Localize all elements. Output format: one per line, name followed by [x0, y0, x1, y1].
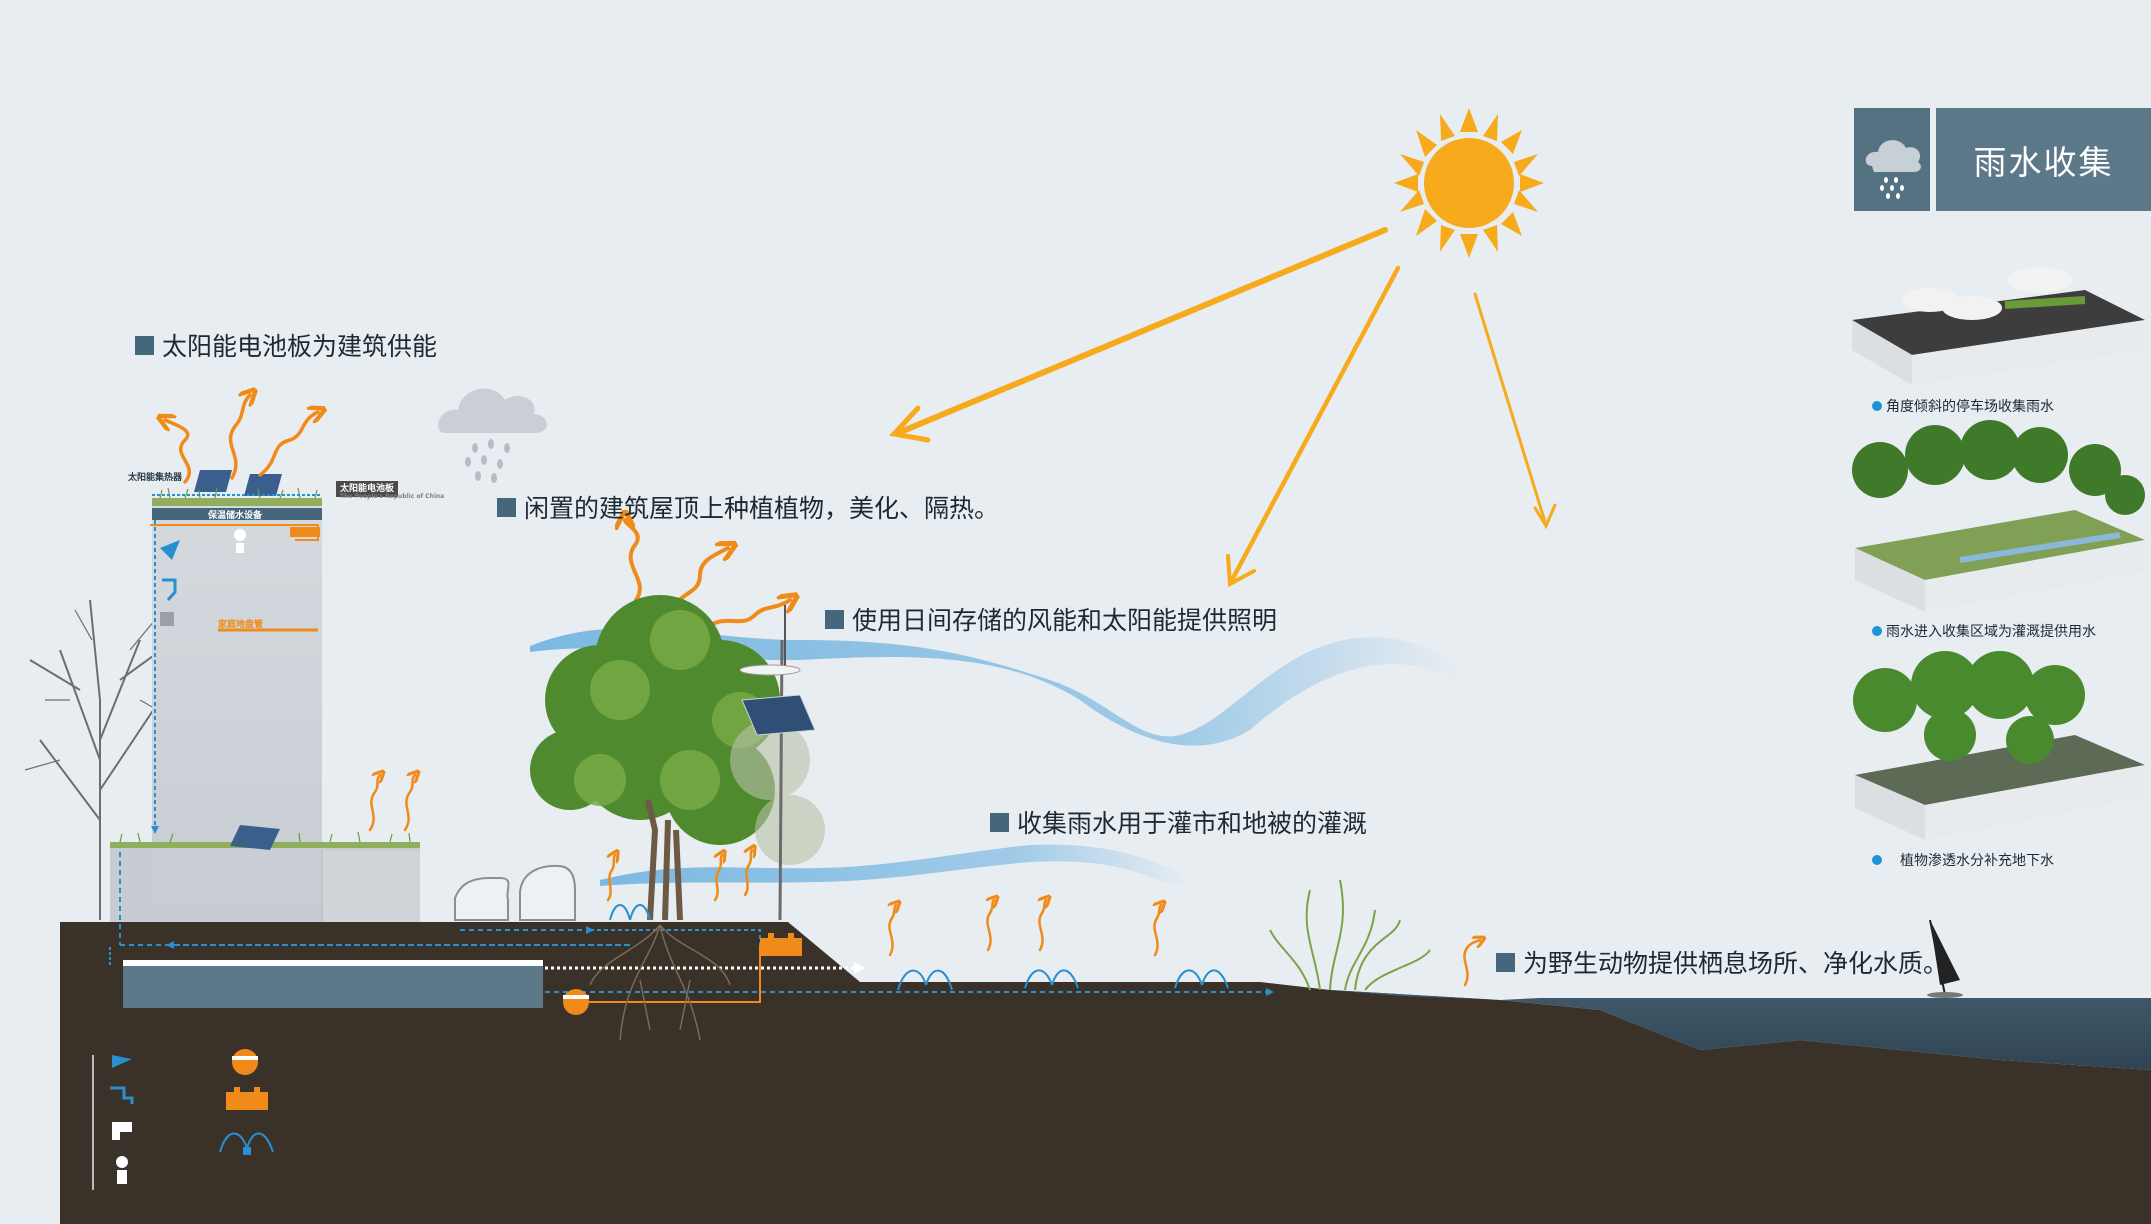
caption-rain-irrigation-text: 收集雨水用于灌市和地被的灌溉: [1017, 809, 1368, 838]
building-faucet-icon: [162, 578, 177, 601]
lake: [1330, 990, 2151, 1070]
legend-lightbulb-icon: [116, 1156, 128, 1184]
label-republic: The People's Republic of China: [340, 493, 445, 500]
wind-solar-lamp: [739, 605, 816, 921]
sidebar-header: 雨水收集: [1854, 108, 2151, 211]
sidebar-bullet: [1872, 626, 1882, 636]
sidebar-rain-icon-box: [1854, 108, 1930, 211]
sidebar-item-2-label: 雨水进入收集区域为灌溉提供用水: [1886, 624, 2096, 640]
building-radiator-icon: [160, 612, 174, 626]
underground-tank-icon: [563, 989, 589, 1015]
sidebar-infiltration-illustration: [1853, 651, 2145, 840]
caption-bullet: [497, 497, 516, 517]
sprinkler-icons: [609, 904, 1229, 991]
caption-bullet: [1496, 952, 1515, 972]
caption-stored-energy: 使用日间存储的风能和太阳能提供照明: [825, 601, 1277, 637]
building-lightbulb-icon: [234, 529, 246, 553]
water-storage-tank: [123, 960, 543, 1008]
label-geothermal: 家庭地盘管: [218, 620, 264, 630]
label-solar-panel: 太阳能电池板: [336, 481, 399, 497]
sidebar-item-1-label: 角度倾斜的停车场收集雨水: [1886, 399, 2054, 415]
leafy-tree: [530, 595, 825, 921]
sidebar-title: 雨水收集: [1936, 108, 2151, 211]
legend-faucet-icon: [110, 1086, 134, 1104]
windsurfer: [1927, 919, 1963, 998]
heat-wave-arrows: [165, 395, 1480, 987]
sidebar-item-2: 雨水进入收集区域为灌溉提供用水: [1872, 621, 2096, 641]
caption-bullet: [825, 609, 844, 629]
rain-cloud-icon: [438, 388, 547, 483]
sun-ray-arrows: [889, 227, 1557, 588]
sun-icon: [1394, 108, 1544, 258]
underground-battery-icon: [760, 933, 802, 956]
caption-wildlife-text: 为野生动物提供栖息场所、净化水质。: [1523, 949, 1949, 978]
building: [110, 498, 420, 923]
legend: [92, 1049, 274, 1190]
sidebar-item-3: 植物渗透水分补充地下水: [1872, 850, 2054, 870]
tree-roots: [589, 924, 731, 1041]
building-tank-icon: [290, 527, 320, 537]
legend-shower-icon: [112, 1055, 132, 1068]
label-solar-collector: 太阳能集热器: [128, 473, 183, 483]
building-shower-icon: [160, 540, 180, 560]
legend-battery-icon: [226, 1087, 268, 1110]
sidebar-item-3-label: 植物渗透水分补充地下水: [1900, 853, 2054, 869]
roof-grass: [119, 487, 411, 843]
label-water-equipment: 保温储水设备: [208, 511, 263, 521]
reeds: [1269, 879, 1431, 991]
caption-roof-planting-text: 闲置的建筑屋顶上种植植物，美化、隔热。: [524, 494, 1000, 523]
caption-bullet: [990, 812, 1009, 832]
caption-solar-panels-text: 太阳能电池板为建筑供能: [162, 332, 438, 361]
sidebar-item-1: 角度倾斜的停车场收集雨水: [1872, 396, 2054, 416]
sidebar-parking-illustration: [1852, 267, 2145, 385]
parked-cars: [454, 864, 576, 921]
legend-water-tank-icon: [232, 1049, 258, 1075]
sidebar-trees-illustration: [1852, 420, 2145, 612]
caption-roof-planting: 闲置的建筑屋顶上种植植物，美化、隔热。: [497, 489, 999, 525]
label-solar-panel-text: 太阳能电池板: [340, 484, 395, 494]
sidebar-bullet: [1872, 401, 1882, 411]
caption-solar-panels: 太阳能电池板为建筑供能: [135, 327, 437, 363]
caption-bullet: [135, 335, 154, 355]
caption-rain-irrigation: 收集雨水用于灌市和地被的灌溉: [990, 804, 1367, 840]
legend-sprinkler-icon: [219, 1132, 274, 1155]
legend-radiator-icon: [112, 1122, 132, 1140]
caption-wildlife: 为野生动物提供栖息场所、净化水质。: [1496, 944, 1948, 980]
caption-stored-energy-text: 使用日间存储的风能和太阳能提供照明: [852, 606, 1278, 635]
sidebar-bullet: [1872, 855, 1882, 865]
rain-cloud-icon: [1865, 140, 1921, 199]
roof-solar-panels: [194, 470, 282, 850]
underground-pipes: [109, 852, 1274, 1003]
